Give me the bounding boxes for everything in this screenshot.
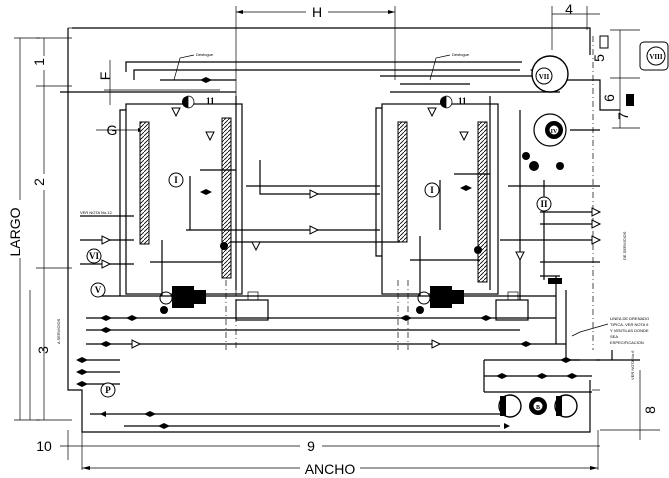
dim-h-label: H — [312, 4, 322, 20]
equipment: I I II IV V VI VII VIII P B — [86, 41, 669, 418]
equipment-i-left: I — [174, 175, 178, 185]
dim-1-label: 1 — [31, 58, 47, 66]
dim-2-label: 2 — [31, 178, 47, 186]
dimension-lines: H 4 1 2 LARGO 3 F G — [7, 1, 660, 477]
note-a-servicios: A SERVICIOS — [56, 318, 61, 344]
equipment-vi: VI — [89, 251, 99, 261]
dim-10-label: 10 — [36, 438, 52, 454]
dim-4-label: 4 — [565, 1, 573, 17]
dim-9-label: 9 — [307, 438, 315, 454]
left-boiler — [125, 103, 269, 350]
room-outline — [67, 27, 609, 433]
dim-8-label: 8 — [642, 406, 658, 414]
dim-g-label: G — [107, 122, 118, 138]
dim-f-label: F — [97, 72, 113, 81]
note-sea: SEA — [610, 334, 618, 339]
equipment-iv: IV — [551, 129, 558, 135]
notes: Desfogue Desfogue VER NOTA No.12 A SERVI… — [56, 52, 649, 380]
dim-largo-label: LARGO — [7, 207, 23, 256]
note-desfogue-left: Desfogue — [196, 52, 214, 57]
valves — [76, 67, 602, 429]
equipment-vii: VII — [539, 73, 550, 81]
right-boiler — [381, 103, 529, 350]
equipment-ii: II — [540, 199, 548, 209]
dim-6-label: 6 — [601, 94, 617, 102]
equipment-i-right: I — [430, 185, 434, 195]
equipment-viii: VIII — [649, 53, 663, 61]
dim-7-label: 7 — [615, 112, 631, 120]
note-ver-nota-6: VER NOTA No.6 — [630, 350, 635, 380]
note-ver-nota-12: VER NOTA No.12 — [80, 210, 112, 215]
note-especificacion: ESPECIFICACION — [610, 340, 644, 345]
note-linea-drenado: LINEA DE DRENADO — [610, 316, 649, 321]
note-y-ventilas: Y VENTILAS DONDE — [610, 328, 649, 333]
gauge-11-right: 11 — [458, 96, 467, 106]
gauge-11-left: 11 — [206, 96, 215, 106]
piping — [60, 61, 640, 427]
equipment-v: V — [95, 285, 102, 295]
equipment-b: B — [536, 405, 540, 411]
dim-3-label: 3 — [35, 346, 51, 354]
equipment-p: P — [105, 385, 111, 395]
dim-5-label: 5 — [591, 54, 607, 62]
note-de-servicios: DE SERVICIOS — [622, 231, 627, 260]
note-tipica: TIPICA. VER NOTA 9 — [610, 322, 649, 327]
dim-ancho-label: ANCHO — [305, 461, 356, 477]
note-desfogue-right: Desfogue — [452, 52, 470, 57]
